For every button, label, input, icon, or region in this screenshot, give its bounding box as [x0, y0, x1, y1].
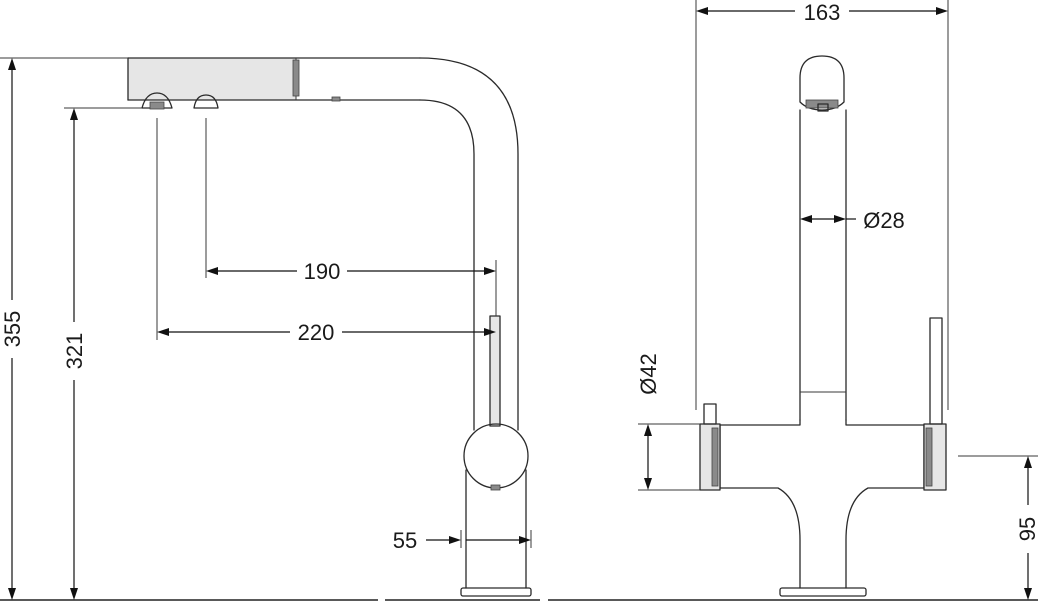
dim-label-o42: Ø42 — [636, 353, 661, 395]
dim-label-163: 163 — [804, 0, 841, 25]
front-spout-head — [799, 55, 845, 112]
dim-base-diameter: 55 — [393, 528, 532, 553]
dim-overall-height: 355 — [0, 57, 128, 600]
dim-label-55: 55 — [393, 528, 417, 553]
dim-body-width: 163 — [695, 0, 949, 410]
dim-body-diameter: Ø42 — [636, 353, 700, 491]
dim-label-355: 355 — [0, 311, 25, 348]
spray-head — [127, 57, 421, 110]
dim-label-95: 95 — [1015, 517, 1038, 541]
dim-spout-height: 321 — [62, 107, 142, 600]
side-view: 355 321 190 220 — [0, 57, 540, 601]
outlet-nozzle — [193, 94, 219, 109]
dim-label-190: 190 — [304, 259, 341, 284]
dim-label-321: 321 — [62, 333, 87, 370]
side-body — [460, 423, 532, 597]
spout — [419, 57, 519, 431]
side-handle — [489, 315, 501, 427]
front-spout-column — [799, 109, 847, 421]
spray-nozzle — [141, 92, 173, 109]
dim-spout-diameter: Ø28 — [800, 208, 905, 233]
dim-reach-outlet: 220 — [156, 118, 496, 345]
dim-label-o28: Ø28 — [863, 208, 905, 233]
front-body — [699, 317, 947, 597]
dim-label-220: 220 — [298, 320, 335, 345]
dim-handle-height: 95 — [958, 455, 1038, 600]
dim-reach-spray: 190 — [205, 118, 497, 316]
front-view: 163 Ø28 Ø42 95 — [548, 0, 1038, 601]
